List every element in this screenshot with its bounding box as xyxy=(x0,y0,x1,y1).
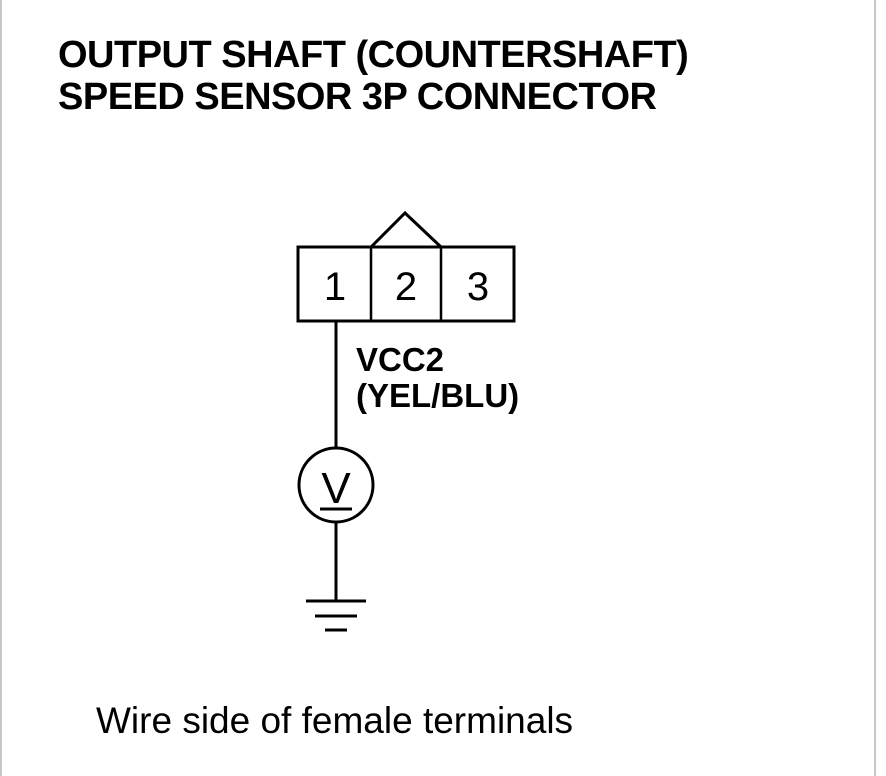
terminal-number: 3 xyxy=(467,265,489,309)
wire-color: (YEL/BLU) xyxy=(356,377,520,414)
diagram-title: OUTPUT SHAFT (COUNTERSHAFT) SPEED SENSOR… xyxy=(58,34,689,118)
ground-icon xyxy=(306,599,366,632)
title-line-1: OUTPUT SHAFT (COUNTERSHAFT) xyxy=(58,34,689,76)
voltmeter-symbol: V xyxy=(321,464,351,513)
wire-signal-name: VCC2 xyxy=(356,341,445,378)
terminal-number: 2 xyxy=(395,265,417,309)
wire-label: VCC2 (YEL/BLU) xyxy=(356,342,519,414)
terminal-number: 1 xyxy=(324,265,346,309)
title-line-2: SPEED SENSOR 3P CONNECTOR xyxy=(58,76,657,118)
connector-lock-tab xyxy=(369,210,443,249)
diagram-caption: Wire side of female terminals xyxy=(96,700,574,741)
connector-body xyxy=(296,245,516,323)
